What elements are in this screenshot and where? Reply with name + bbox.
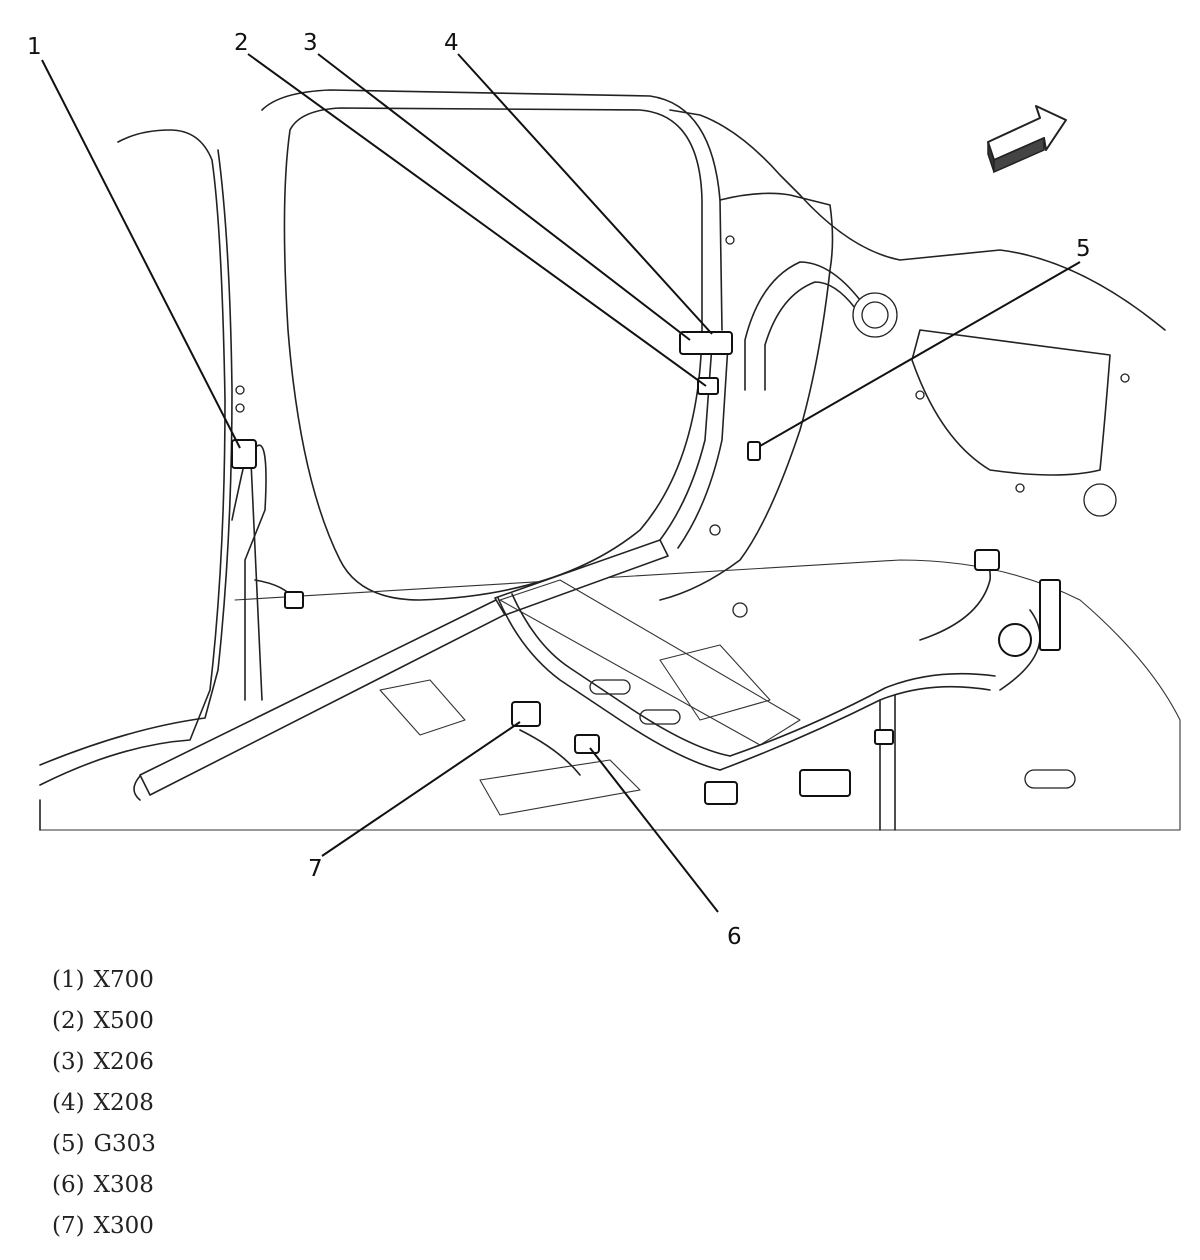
- callout-number-4: 4: [444, 30, 459, 56]
- leader-6: [589, 747, 719, 913]
- legend-item: (6)X308: [52, 1172, 154, 1198]
- legend-item: (5)G303: [52, 1131, 156, 1157]
- legend-item: (2)X500: [52, 1008, 154, 1034]
- wiring-harness-diagram: [39, 53, 1181, 913]
- callout-number-5: 5: [1076, 236, 1091, 262]
- ground-g303: [747, 441, 761, 461]
- legend-item: (7)X300: [52, 1213, 154, 1239]
- legend-item: (1)X700: [52, 967, 154, 993]
- leader-3: [317, 53, 691, 341]
- connector-x300: [511, 701, 541, 727]
- legend-item: (4)X208: [52, 1090, 154, 1116]
- callout-number-6: 6: [727, 924, 742, 950]
- leader-4: [457, 53, 713, 335]
- connectors: [231, 331, 1061, 805]
- rocker-panel: [133, 539, 669, 801]
- connector-x308: [574, 734, 600, 754]
- access-plugs: [235, 235, 1130, 618]
- callout-legend: (1)X700 (2)X500 (3)X206 (4)X208 (5)G303 …: [52, 965, 156, 1252]
- leader-7: [321, 721, 521, 857]
- legend-item: (3)X206: [52, 1049, 154, 1075]
- forward-arrow-icon: [987, 105, 1067, 174]
- callout-number-7: 7: [308, 856, 323, 882]
- callout-number-1: 1: [27, 34, 42, 60]
- callout-number-2: 2: [234, 30, 249, 56]
- connector-x700: [231, 439, 257, 469]
- callout-leaders: [41, 53, 1081, 913]
- body-structure: [39, 89, 1181, 831]
- floor-pan-details: [379, 579, 1076, 816]
- connector-x206-x208: [679, 331, 733, 355]
- callout-number-3: 3: [303, 30, 318, 56]
- leader-1: [41, 59, 241, 449]
- connector-x500: [697, 377, 719, 395]
- leader-5: [759, 261, 1081, 447]
- leader-2: [247, 53, 707, 387]
